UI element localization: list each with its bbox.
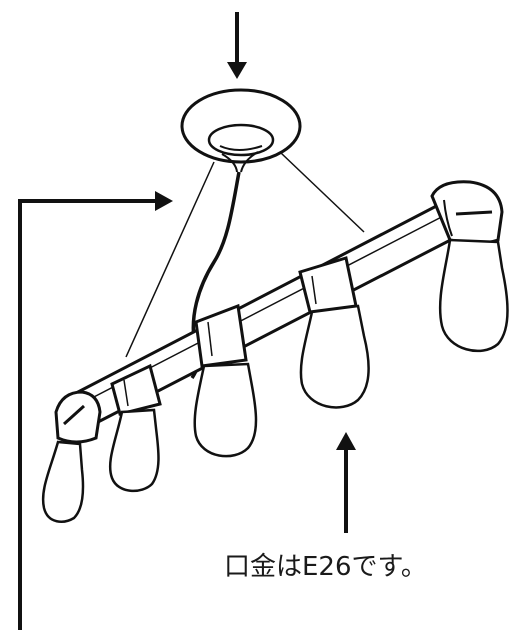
elbow-joint-left xyxy=(54,390,102,444)
bulb-2 xyxy=(108,408,160,492)
bulb-3 xyxy=(193,362,258,458)
arrow-socket xyxy=(336,432,356,533)
support-wire-left xyxy=(125,161,215,358)
arrow-wire xyxy=(18,191,173,630)
socket-2 xyxy=(110,363,162,416)
bulb-1 xyxy=(41,440,85,523)
bulb-5 xyxy=(438,238,509,353)
socket-4 xyxy=(298,256,358,314)
ceiling-canopy xyxy=(180,88,302,173)
bulb-4 xyxy=(299,304,370,409)
support-wire-right xyxy=(280,152,365,233)
caption: 口金はE26です。 xyxy=(224,552,427,582)
socket-3 xyxy=(194,303,248,368)
arrow-canopy xyxy=(227,12,247,79)
